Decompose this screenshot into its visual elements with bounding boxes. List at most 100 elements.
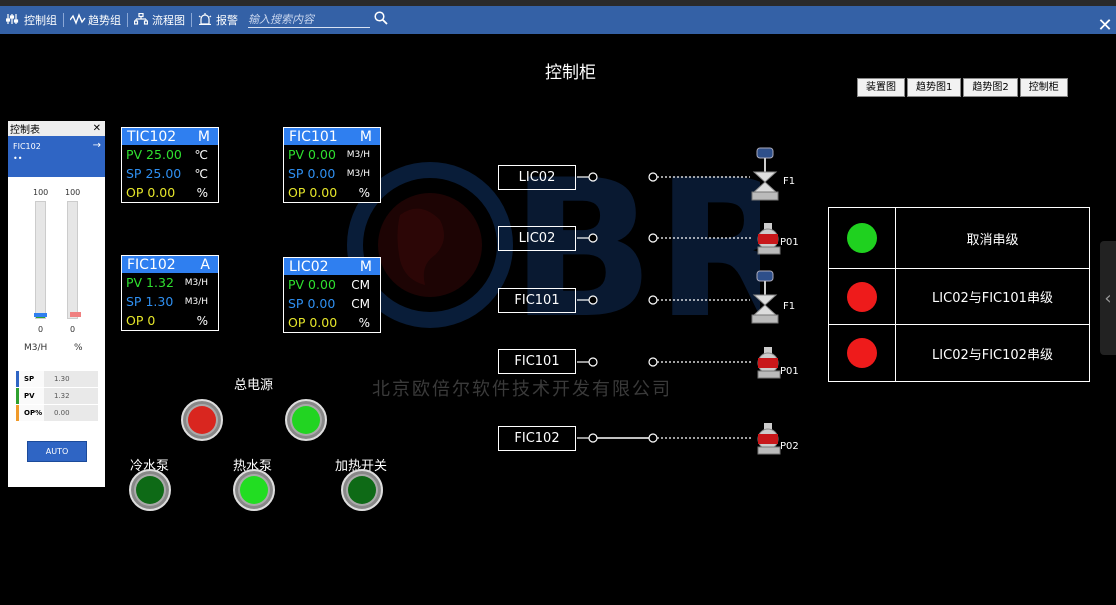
tag-lic02-valve[interactable]: LIC02 [498,165,576,190]
faceplate-header: FIC102 A [122,256,218,273]
pv-value: 1.32 [44,388,98,404]
pv-bar-marker [34,313,47,317]
connector-node [648,233,658,243]
sliders-icon [5,13,20,28]
faceplate-mode: M [197,128,210,145]
left-bar-unit: M3/H [24,343,48,353]
close-icon[interactable]: ✕ [92,123,101,134]
connector-node [648,172,658,182]
search-icon[interactable] [374,11,388,29]
pv-unit: M3/H [346,149,370,160]
toolbar-control-group[interactable]: 控制组 [0,6,63,34]
toolbar: 控制组 趋势组 流程图 报警 ✕ [0,6,1116,36]
nav-button-cabinet[interactable]: 控制柜 [1019,78,1068,97]
chevron-left-icon[interactable]: ‹ [1100,241,1116,355]
sp-row: SP 1.30 [16,371,98,387]
control-valve-icon [751,147,779,201]
sp-label: SP [16,371,44,387]
faceplate-sp: SP 25.00℃ [122,164,218,183]
nav-button-trend1[interactable]: 趋势图1 [907,78,962,97]
toolbar-trend-group[interactable]: 趋势组 [64,6,127,34]
tag-fic101-valve[interactable]: FIC101 [498,288,576,313]
faceplate-header: LIC02 M [284,258,380,275]
main-power-label: 总电源 [234,378,274,393]
faceplate-header: FIC101 M [284,128,380,145]
main-power-off-button[interactable] [181,399,223,441]
control-table-title: 控制表 [10,125,40,136]
op-bar-handle[interactable] [70,312,81,317]
op-label: OP% [16,405,44,421]
device-label: P01 [780,366,799,377]
main-power-on-button[interactable] [285,399,327,441]
sp-value[interactable]: 1.30 [44,371,98,387]
heater-label: 加热开关 [335,459,388,474]
close-icon[interactable]: ✕ [1097,15,1113,36]
toolbar-divider [191,13,192,27]
control-table-header: 控制表 ✕ [8,121,105,136]
faceplate-mode: M [359,128,372,145]
control-table-tag: FIC102 [13,142,41,151]
sp-value: SP 1.30 [126,294,174,309]
pv-row: PV 1.32 [16,388,98,404]
op-bar[interactable] [67,201,81,319]
status-lamp [847,281,877,312]
connector-node [588,233,598,243]
status-lamp [847,223,877,253]
faceplate-pv: PV 25.00℃ [122,145,218,164]
device-label: P01 [780,237,799,248]
auto-button[interactable]: AUTO [27,441,87,462]
tag-fic102-pump[interactable]: FIC102 [498,426,576,451]
cancel-cascade-button[interactable]: 取消串级 [966,232,1019,248]
cold-pump-button[interactable] [129,469,171,511]
arrow-right-icon[interactable]: → [92,140,101,151]
cascade-row: LIC02与FIC101串级 [829,269,1089,325]
main-power-on-lamp [292,406,320,434]
cascade-lamp-cell [829,325,896,381]
cascade-row: LIC02与FIC102串级 [829,325,1089,381]
toolbar-divider [127,13,128,27]
nav-button-device[interactable]: 装置图 [857,78,905,97]
control-table-panel: 控制表 ✕ FIC102 → •• 100 100 0 0 M3/H % SP … [8,121,105,487]
sp-value: SP 25.00 [126,166,182,181]
connector-node [648,433,658,443]
control-table-dots: •• [13,154,23,163]
alarm-icon [198,12,212,28]
connector-node [588,295,598,305]
connector-node [588,433,598,443]
toolbar-control-group-label: 控制组 [24,14,57,27]
toolbar-divider [63,13,64,27]
pv-unit: CM [351,277,370,292]
cascade-lic02-fic102-button[interactable]: LIC02与FIC102串级 [932,347,1053,363]
toolbar-flowchart[interactable]: 流程图 [128,6,191,34]
search-input[interactable] [248,12,370,28]
faceplate-tag: TIC102 [127,128,177,145]
toolbar-alarm[interactable]: 报警 [192,6,244,34]
op-value: OP 0.00 [126,185,176,200]
faceplate-tag: LIC02 [289,258,329,275]
tag-lic02-pump[interactable]: LIC02 [498,226,576,251]
pv-value: PV 0.00 [288,147,336,162]
control-table-values: SP 1.30 PV 1.32 OP% 0.00 [16,371,98,422]
connector-node [648,295,658,305]
tag-fic101-pump[interactable]: FIC101 [498,349,576,374]
faceplate-tic102[interactable]: TIC102 M PV 25.00℃ SP 25.00℃ OP 0.00% [121,127,219,203]
pv-bar-base [36,317,45,318]
op-value[interactable]: 0.00 [44,405,98,421]
hot-pump-button[interactable] [233,469,275,511]
faceplate-header: TIC102 M [122,128,218,145]
heater-button[interactable] [341,469,383,511]
cascade-lic02-fic101-button[interactable]: LIC02与FIC101串级 [932,291,1053,306]
flowchart-icon [133,12,149,28]
cascade-lamp-cell [829,208,896,268]
cascade-lamp-cell [829,269,896,324]
pv-unit: M3/H [184,277,208,288]
search-box [248,11,388,29]
nav-button-trend2[interactable]: 趋势图2 [963,78,1018,97]
hot-pump-lamp [240,476,268,504]
faceplate-tag: FIC101 [289,128,338,145]
